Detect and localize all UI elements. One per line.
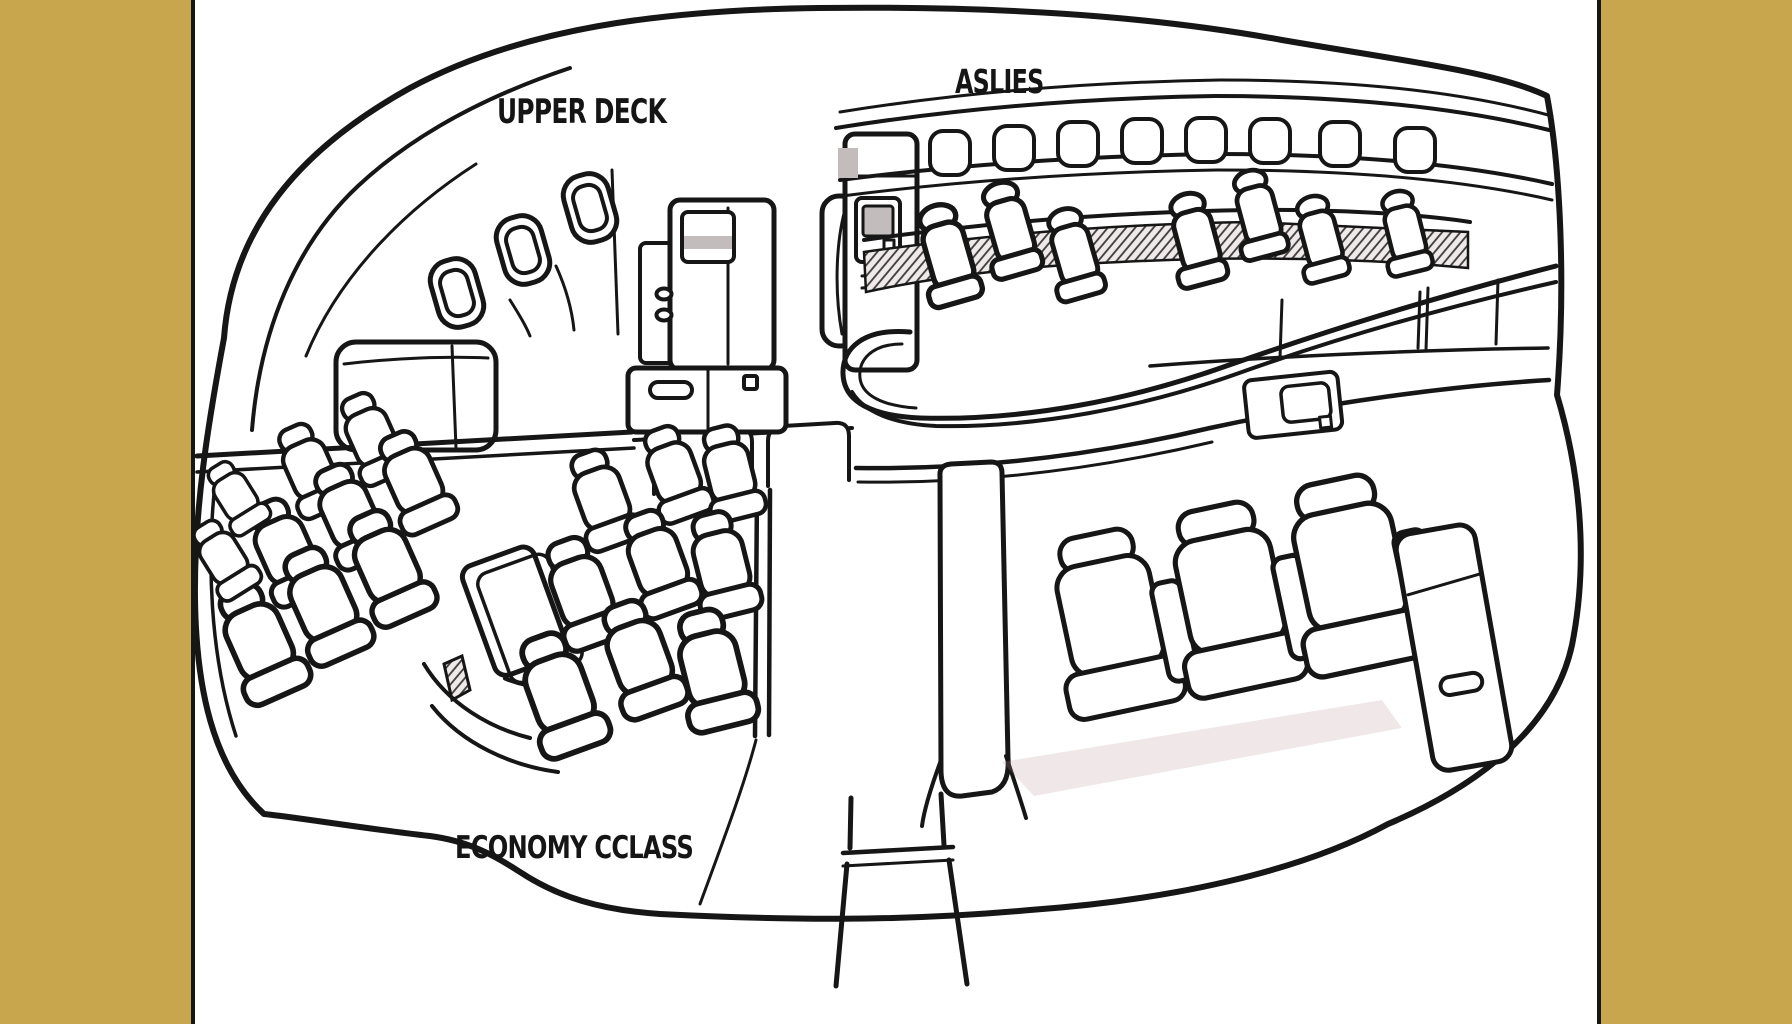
fuselage-outline xyxy=(191,4,1584,922)
door-window-icon xyxy=(1279,381,1333,424)
aisle-partition xyxy=(920,459,1028,828)
upper-deck-windows xyxy=(427,171,620,330)
cabin-door xyxy=(1242,369,1345,440)
cabin-window-icon xyxy=(1184,116,1228,164)
upper-deck-label: UPPER DECK xyxy=(497,92,667,132)
door-latch-icon xyxy=(1318,414,1334,430)
cabin-window-row xyxy=(928,116,1437,177)
galley-screen xyxy=(684,236,732,249)
economy-class-label: ECONOMY CCLASS xyxy=(455,830,694,866)
galley-cabinets xyxy=(625,197,789,435)
aisles-label: ASLIES xyxy=(955,62,1044,101)
cabin-window-icon xyxy=(992,124,1036,172)
aisle-walkway xyxy=(833,791,970,989)
balcony-rail xyxy=(840,263,1559,429)
left-frame-edge xyxy=(191,0,195,1024)
cabin-window-icon xyxy=(1318,120,1362,168)
drawer-handle-icon xyxy=(648,380,694,400)
latch-icon xyxy=(742,374,759,391)
floor-shadow xyxy=(1002,700,1402,796)
left-frame-bar xyxy=(0,0,191,1024)
side-console xyxy=(1393,522,1515,773)
cabinet-handle-icon xyxy=(654,307,674,323)
ife-screen xyxy=(861,204,895,238)
console-handle-icon xyxy=(1438,670,1485,698)
floor-details xyxy=(422,653,758,906)
cabin-window-icon xyxy=(928,129,972,177)
cabin-window-icon xyxy=(1120,117,1164,165)
cabinet-handle-icon xyxy=(654,286,674,302)
half-window xyxy=(838,148,858,178)
cabin-window-icon xyxy=(1248,117,1292,165)
cabin-window-icon xyxy=(1393,126,1437,174)
right-frame-edge xyxy=(1597,0,1601,1024)
right-frame-bar xyxy=(1601,0,1792,1024)
cabin-window-icon xyxy=(1056,120,1100,168)
